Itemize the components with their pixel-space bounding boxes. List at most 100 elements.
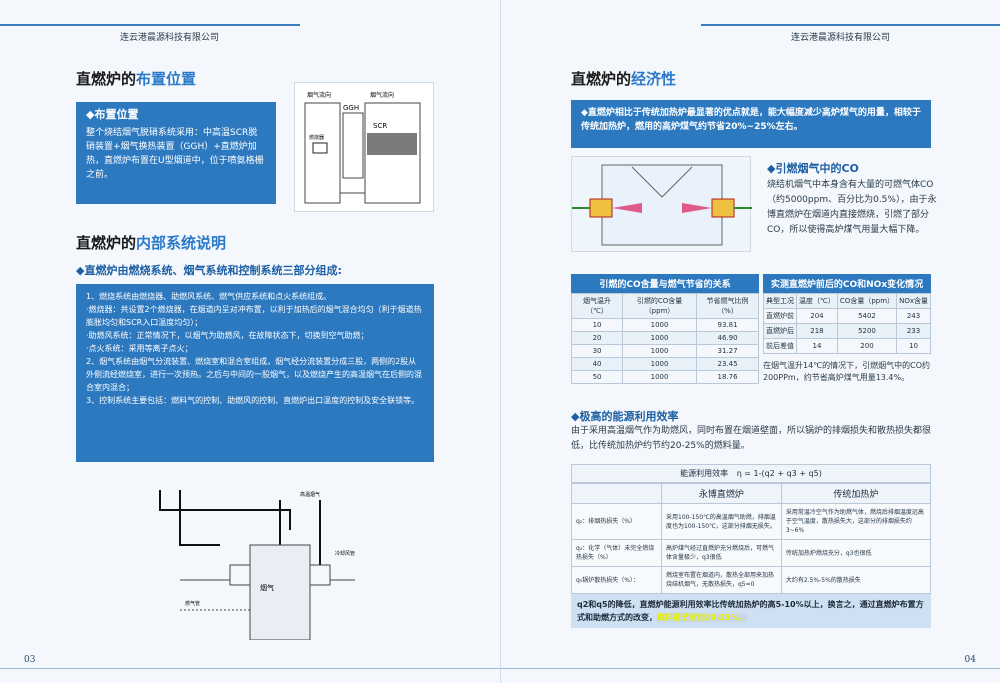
table-cell: q₂：排烟热损失（%）	[571, 503, 662, 540]
system-info-box: 1、燃烧系统由燃烧器、助燃风系统、燃气供应系统和点火系统组成。 ·燃烧器：共设置…	[76, 284, 434, 462]
burner-diagram-svg	[572, 164, 752, 246]
table-cell: 前后差值	[762, 338, 798, 354]
section-title-economy: 直燃炉的经济性	[571, 68, 676, 89]
table-header: 引燃的CO含量（ppm）	[622, 293, 698, 319]
table-cell: 直燃炉前	[762, 308, 798, 324]
formula-label: 能源利用效率	[680, 469, 729, 478]
footer-rule	[0, 668, 500, 669]
table-cell: q₅锅炉散热损失（%）：	[571, 566, 662, 594]
layout-box-text: 整个烧结烟气脱硝系统采用：中高温SCR脱硝装置+烟气换热装置（GGH）+直燃炉加…	[86, 128, 264, 180]
summary-text: q2和q5的降低，直燃炉能源利用效率比传统加热炉的高5-10%以上，换言之，通过…	[577, 600, 924, 622]
gas-out-label: 烟气流向	[370, 91, 394, 99]
economy-info-box: ◆直燃炉相比于传统加热炉最显著的优点就是，能大幅度减少高炉煤气的用量，相较于传统…	[571, 100, 931, 148]
title-accent: 布置位置	[136, 70, 197, 88]
system-diagram-svg: 烟气 高温烟气 冷却风管 燃气管	[159, 490, 355, 641]
page-number: 03	[24, 655, 36, 665]
table-row: q₅锅炉散热损失（%）：燃烧室布置在烟道内，散热全部用来加热烧结机烟气，无散热损…	[571, 566, 932, 594]
table-header: 永博直燃炉	[661, 483, 782, 504]
efficiency-table: 能源利用效率 η = 1-(q2 + q3 + q5) 永博直燃炉 传统加热炉 …	[571, 464, 932, 628]
table-cell: 93.81	[696, 318, 759, 332]
formula-row: 能源利用效率 η = 1-(q2 + q3 + q5)	[571, 464, 931, 483]
gas-in-label: 烟气流向	[307, 91, 331, 99]
efficiency-text: 由于采用高温烟气作为助燃风，同时布置在烟道壁面，所以锅炉的排烟损失和散热损失都很…	[571, 426, 932, 451]
label-1: 高温烟气	[300, 491, 320, 498]
table-header: 烟气温升（℃）	[570, 293, 624, 319]
table-cell: 46.90	[696, 331, 759, 345]
table-cell: 20	[570, 331, 624, 345]
table-cell: 18.76	[696, 370, 759, 384]
formula: η = 1-(q2 + q3 + q5)	[736, 469, 822, 478]
table-cell: 218	[796, 323, 838, 339]
efficiency-heading: ◆极高的能源利用效率	[571, 410, 679, 423]
economy-box-text: ◆直燃炉相比于传统加热炉最显著的优点就是，能大幅度减少高炉煤气的用量，相较于传统…	[581, 108, 921, 132]
co-savings-table: 引燃的CO含量与燃气节省的关系 烟气温升（℃） 引燃的CO含量（ppm） 节省燃…	[570, 274, 759, 384]
table-cell: 23.45	[696, 357, 759, 371]
table-cell: q₃：化学（气体）未完全燃烧热损失（%）	[571, 539, 662, 567]
table-cell: 直燃炉后	[762, 323, 798, 339]
table-cell: 233	[896, 323, 931, 339]
title-accent: 经济性	[631, 70, 677, 88]
system-diagram: 烟气 高温烟气 冷却风管 燃气管	[140, 470, 380, 641]
blank-header	[571, 483, 662, 504]
co-nox-note: 在烟气温升14℃的情况下，引燃烟气中的CO约200PPm，约节省高炉煤气用量13…	[763, 361, 931, 382]
table-header: CO含量（ppm）	[836, 293, 898, 309]
system-line: ·助燃风系统：正常情况下，以烟气为助燃风，在故障状态下，切换到空气助燃；	[86, 331, 369, 340]
layout-info-box: ◆布置位置 整个烧结烟气脱硝系统采用：中高温SCR脱硝装置+烟气换热装置（GGH…	[76, 102, 276, 204]
header-rule	[0, 24, 300, 26]
table-cell: 5402	[836, 308, 898, 324]
co-heading: ◆引燃烟气中的CO	[767, 162, 859, 175]
table-header: 节省燃气比例（%）	[696, 293, 759, 319]
company-name: 连云港晨源科技有限公司	[120, 33, 220, 43]
efficiency-grid: 永博直燃炉 传统加热炉 q₂：排烟热损失（%）采用100-150℃的高温烟气助燃…	[571, 483, 932, 594]
section-title-internal: 直燃炉的内部系统说明	[76, 232, 226, 253]
scr-label: SCR	[373, 122, 387, 130]
title-prefix: 直燃炉的	[76, 70, 137, 88]
table-row: q₂：排烟热损失（%）采用100-150℃的高温烟气助燃，排烟温度也为100-1…	[571, 503, 932, 540]
table-title: 实测直燃炉前后的CO和NOx变化情况	[763, 274, 931, 293]
table-cell: 10	[570, 318, 624, 332]
table-cell: 大约有2.5%-5%的散热损失	[780, 566, 932, 594]
layout-diagram: 烟气流向 烟气流向 GGH SCR 燃烧器	[294, 82, 434, 212]
burner-label: 燃烧器	[309, 134, 324, 141]
table-row: q₃：化学（气体）未完全燃烧热损失（%）高炉煤气经过直燃炉充分燃烧后，可燃气体含…	[571, 539, 932, 567]
section-title-layout: 直燃炉的布置位置	[76, 68, 196, 89]
table-cell: 10	[896, 338, 931, 354]
label-3: 燃气管	[185, 600, 200, 607]
table-cell: 燃烧室布置在烟道内，散热全部用来加热烧结机烟气，无散热损失，q5=0	[661, 566, 782, 594]
table-cell: 30	[570, 344, 624, 358]
system-line: 2、烟气系统由烟气分流装置、燃烧室和混合室组成，烟气经分流装置分成三股，两侧的2…	[86, 357, 422, 392]
left-page: 连云港晨源科技有限公司 直燃炉的布置位置 ◆布置位置 整个烧结烟气脱硝系统采用：…	[0, 0, 500, 683]
page-number: 04	[964, 655, 976, 665]
table-header: 温度（℃）	[796, 293, 838, 309]
center-label: 烟气	[260, 583, 274, 592]
system-line: ·点火系统：采用等离子点火；	[86, 344, 193, 353]
table-cell: 1000	[622, 331, 698, 345]
system-subtitle: ◆直燃炉由燃烧系统、烟气系统和控制系统三部分组成:	[76, 264, 342, 277]
table-header: NOx含量	[896, 293, 931, 309]
table-cell: 204	[796, 308, 838, 324]
table-cell: 采用100-150℃的高温烟气助燃，排烟温度也为100-150℃，这部分排烟无损…	[661, 503, 782, 540]
right-page: 连云港晨源科技有限公司 直燃炉的经济性 ◆直燃炉相比于传统加热炉最显著的优点就是…	[500, 0, 1000, 683]
table-cell: 200	[836, 338, 898, 354]
burner-diagram	[571, 156, 752, 252]
system-line: 3、控制系统主要包括：燃料气的控制、助燃风的控制、直燃炉出口温度的控制及安全联锁…	[86, 396, 420, 405]
table-cell: 14	[796, 338, 838, 354]
table-cell: 传统加热炉燃烧充分，q3也很低	[780, 539, 932, 567]
table-header: 传统加热炉	[780, 483, 932, 504]
co-text: 烧结机烟气中本身含有大量的可燃气体CO（约5000ppm、百分比为0.5%），由…	[767, 180, 937, 235]
system-line: ·燃烧器：共设置2个燃烧器，在烟道内呈对冲布置，以利于加热后的烟气混合均匀（利于…	[86, 305, 422, 327]
company-name: 连云港晨源科技有限公司	[791, 33, 891, 43]
table-cell: 40	[570, 357, 624, 371]
layout-box-heading: ◆布置位置	[86, 108, 139, 121]
table-cell: 31.27	[696, 344, 759, 358]
efficiency-summary: q2和q5的降低，直燃炉能源利用效率比传统加热炉的高5-10%以上，换言之，通过…	[571, 594, 931, 628]
table-cell: 1000	[622, 318, 698, 332]
summary-highlight: 燃料量节省约20-25%。	[657, 613, 747, 622]
